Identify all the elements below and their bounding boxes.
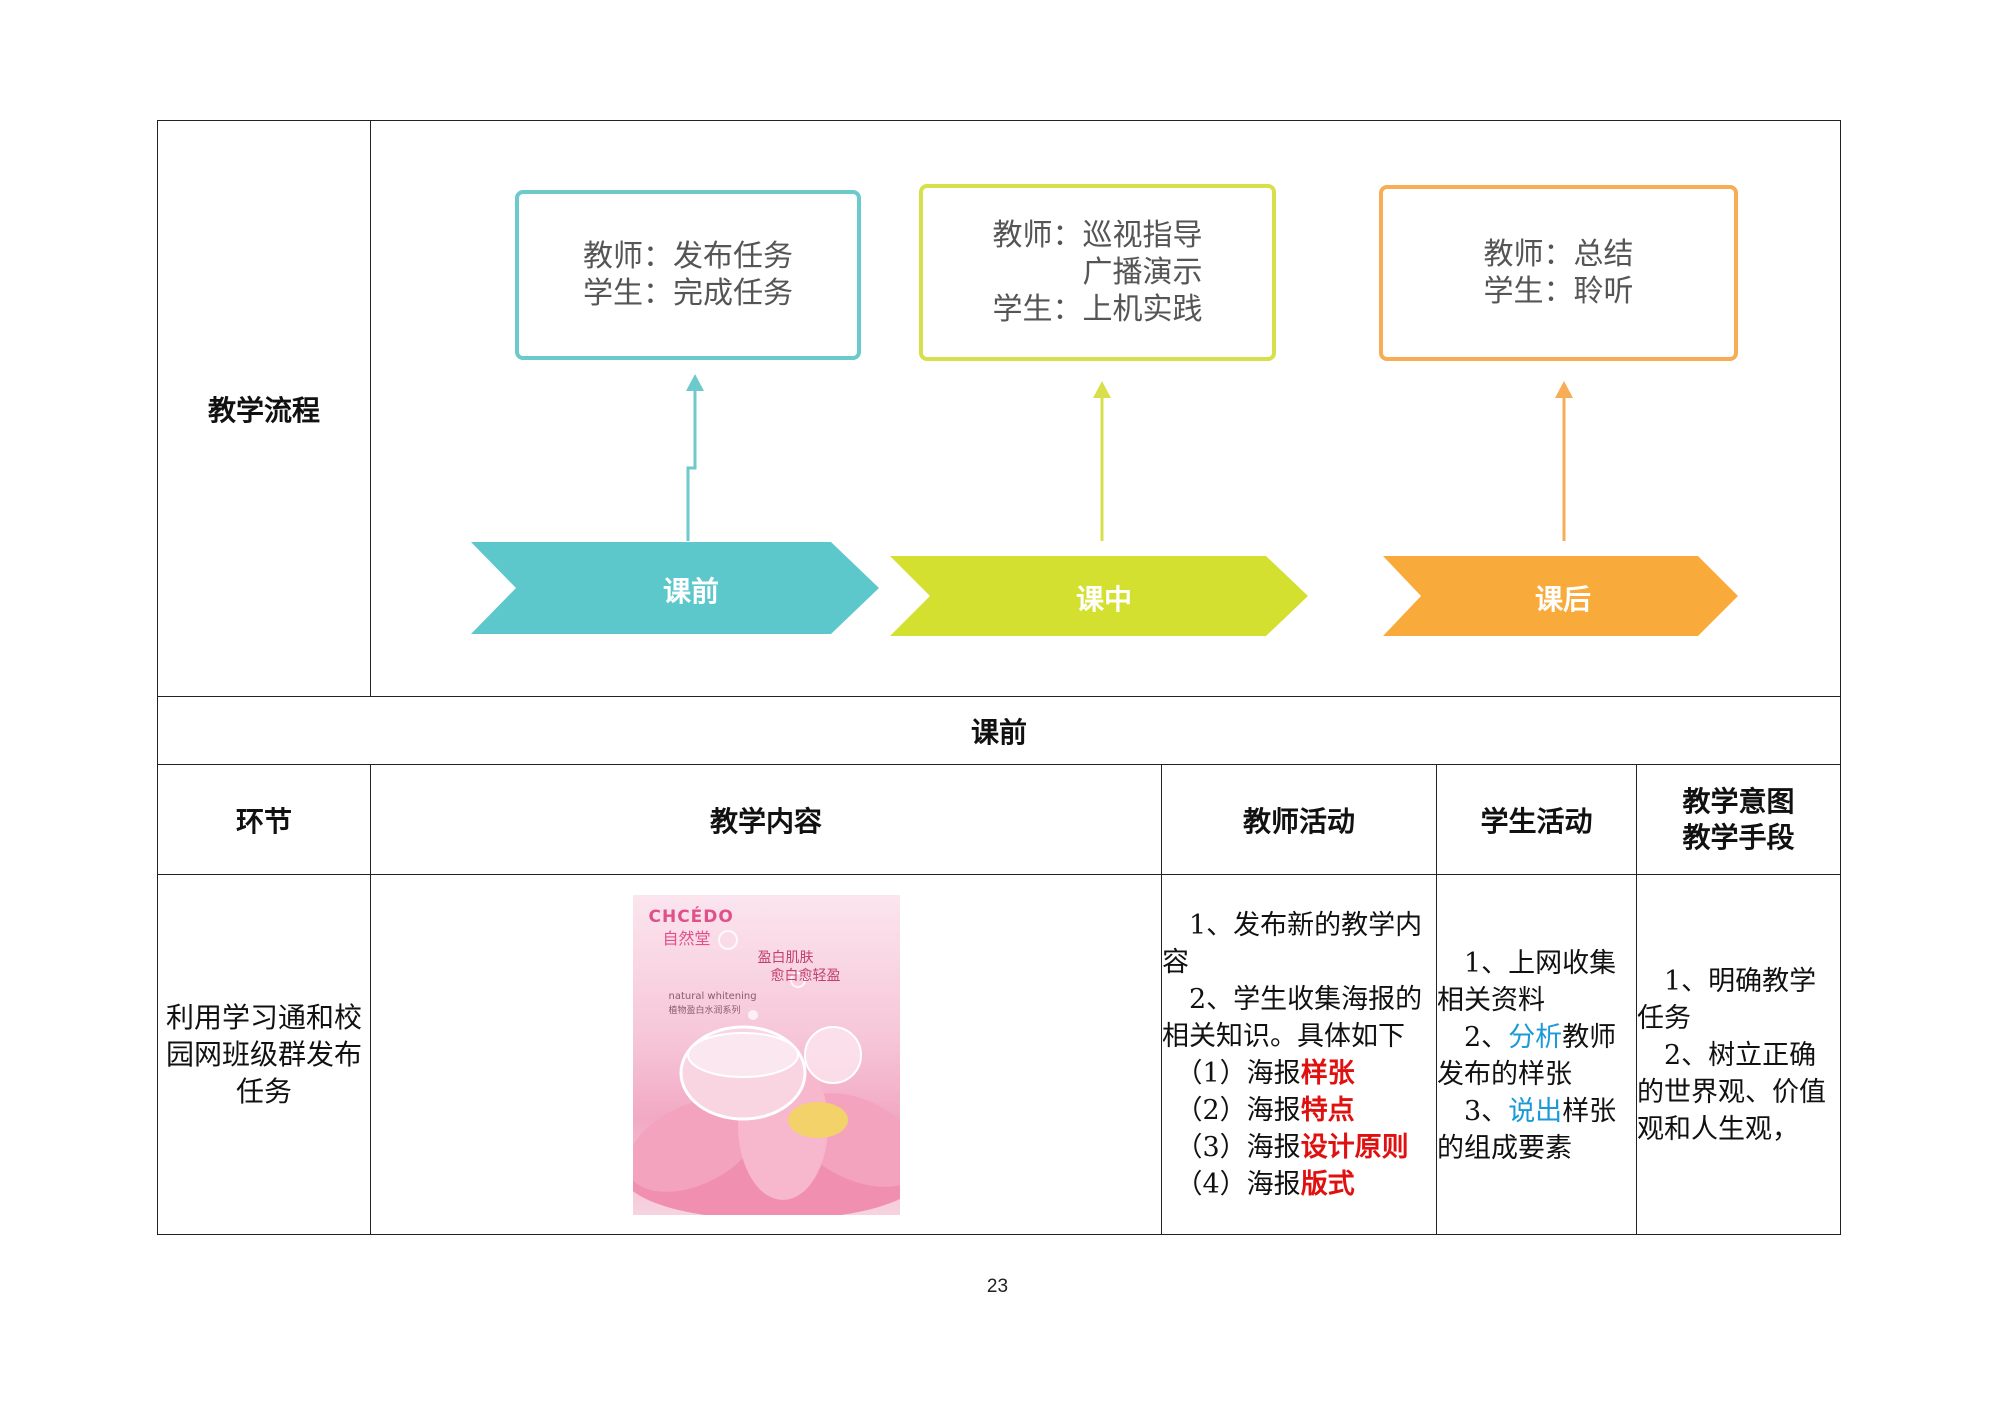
subitem-keyword: 样张 — [1300, 1058, 1355, 1089]
header-intent-line2: 教学手段 — [1682, 820, 1795, 854]
stage-label-during: 课中 — [1075, 582, 1132, 616]
flow-box-after: 教师：总结 学生：聆听 — [1379, 184, 1738, 361]
flow-diagram: 教师：发布任务 学生：完成任务 教师：巡视指导 广播演示 学生：上机实践 教师：… — [371, 123, 1839, 695]
student-line: 的组成要素 — [1437, 1133, 1572, 1164]
intent-line: 的世界观、价值 — [1637, 1077, 1826, 1108]
student-line: 1、上网收集 — [1437, 948, 1617, 979]
flow-box-during: 教师：巡视指导 广播演示 学生：上机实践 — [919, 183, 1276, 361]
poster-brand: CHCÉDO — [648, 906, 734, 927]
student-line: 相关资料 — [1437, 985, 1545, 1016]
teacher-item-2: 2、学生收集海报的 — [1162, 984, 1423, 1015]
flow-box-line: 教师：总结 — [1483, 236, 1634, 272]
subitem-prefix: （4）海报 — [1162, 1169, 1301, 1200]
connector-3 — [1555, 380, 1573, 541]
subitem-prefix: （2）海报 — [1162, 1095, 1301, 1126]
stage-label-before: 课前 — [662, 574, 719, 608]
flow-box-before: 教师：发布任务 学生：完成任务 — [515, 189, 861, 360]
stage-cell: 利用学习通和校 园网班级群发布 任务 — [157, 874, 371, 1235]
teacher-item-2-cont: 相关知识。具体如下 — [1162, 1021, 1405, 1052]
student-keyword: 分析 — [1508, 1022, 1563, 1053]
flow-box-line: 学生：聆听 — [1483, 273, 1634, 309]
stage-arrow-before — [471, 541, 879, 634]
subitem-prefix: （1）海报 — [1162, 1058, 1301, 1089]
header-stage: 环节 — [157, 764, 371, 875]
header-teacher: 教师活动 — [1161, 764, 1437, 875]
teacher-activity-cell: 1、发布新的教学内 容 2、学生收集海报的 相关知识。具体如下 （1）海报样张 … — [1161, 874, 1437, 1235]
poster-brand-cn: 自然堂 — [662, 928, 711, 948]
flow-row: 教学流程 — [157, 120, 1841, 697]
teacher-subitem: （3）海报设计原则 — [1162, 1129, 1436, 1166]
subitem-keyword: 特点 — [1300, 1095, 1355, 1126]
intent-list: 1、明确教学 任务 2、树立正确 的世界观、价值 观和人生观， — [1637, 963, 1840, 1148]
teacher-subitem: （4）海报版式 — [1162, 1166, 1436, 1203]
student-line-prefix: 3、 — [1437, 1096, 1509, 1127]
subitem-keyword: 设计原则 — [1300, 1132, 1409, 1163]
stage-arrow-during — [890, 555, 1308, 636]
stage-line: 利用学习通和校 — [165, 1001, 362, 1034]
section-row: 课前 — [157, 696, 1841, 765]
flow-box-line: 学生：完成任务 — [583, 275, 793, 311]
header-content: 教学内容 — [370, 764, 1162, 875]
flow-box-line: 教师：发布任务 — [583, 238, 793, 274]
stage-label-after: 课后 — [1534, 582, 1591, 616]
teacher-subitem: （2）海报特点 — [1162, 1092, 1436, 1129]
teacher-item-1-cont: 容 — [1162, 947, 1189, 978]
teacher-activity: 1、发布新的教学内 容 2、学生收集海报的 相关知识。具体如下 （1）海报样张 … — [1162, 907, 1436, 1203]
header-intent: 教学意图 教学手段 — [1636, 764, 1841, 875]
student-line-suffix: 教师 — [1562, 1022, 1617, 1053]
flow-diagram-svg — [471, 373, 1738, 636]
student-line-prefix: 2、 — [1437, 1022, 1509, 1053]
lesson-table: 教学流程 — [157, 120, 1841, 1235]
poster-slogan-1: 盈白肌肤 — [757, 949, 814, 966]
stage-arrow-after — [1383, 555, 1738, 636]
student-line: 2、分析教师 — [1437, 1019, 1636, 1056]
intent-cell: 1、明确教学 任务 2、树立正确 的世界观、价值 观和人生观， — [1636, 874, 1841, 1235]
subitem-prefix: （3）海报 — [1162, 1132, 1301, 1163]
intent-line: 观和人生观， — [1637, 1114, 1799, 1145]
student-line-suffix: 样张 — [1562, 1096, 1617, 1127]
header-intent-line1: 教学意图 — [1682, 784, 1795, 818]
poster-slogan-2: 愈白愈轻盈 — [770, 967, 841, 984]
subitem-keyword: 版式 — [1300, 1169, 1355, 1200]
student-activity-cell: 1、上网收集 相关资料 2、分析教师 发布的样张 3、说出样张 的组成要素 — [1436, 874, 1637, 1235]
intent-line: 任务 — [1637, 1003, 1691, 1034]
student-keyword: 说出 — [1508, 1096, 1563, 1127]
intent-line: 1、明确教学 — [1637, 966, 1817, 997]
intent-line: 2、树立正确 — [1637, 1040, 1817, 1071]
flow-box-line: 教师：巡视指导 — [992, 217, 1203, 253]
student-line: 3、说出样张 — [1437, 1093, 1636, 1130]
teacher-item-1: 1、发布新的教学内 — [1162, 910, 1423, 941]
header-row: 环节 教学内容 教师活动 学生活动 教学意图 教学手段 — [157, 764, 1841, 875]
page-number: 23 — [986, 1276, 1009, 1297]
content-row: 利用学习通和校 园网班级群发布 任务 — [157, 874, 1841, 1235]
flow-row-label: 教学流程 — [157, 120, 371, 697]
student-activity: 1、上网收集 相关资料 2、分析教师 发布的样张 3、说出样张 的组成要素 — [1437, 945, 1636, 1167]
stage-line: 园网班级群发布 — [165, 1038, 362, 1071]
connector-2 — [1093, 380, 1111, 541]
student-line: 发布的样张 — [1437, 1059, 1572, 1090]
section-title: 课前 — [157, 696, 1841, 765]
header-student: 学生活动 — [1436, 764, 1637, 875]
stage-line: 任务 — [235, 1075, 292, 1108]
poster-sub-en: natural whitening — [668, 990, 757, 1002]
connector-1 — [686, 373, 704, 541]
flow-box-line: 学生：上机实践 — [992, 291, 1203, 327]
flow-box-line: 广播演示 — [992, 254, 1203, 290]
poster-sub-cn: 植物盈白水润系列 — [668, 1005, 741, 1016]
teacher-subitem: （1）海报样张 — [1162, 1055, 1436, 1092]
poster-sample-image: CHCÉDO 自然堂 盈白肌肤 愈白愈轻盈 natural whitening … — [632, 894, 900, 1215]
flow-diagram-cell: 教师：发布任务 学生：完成任务 教师：巡视指导 广播演示 学生：上机实践 教师：… — [370, 120, 1841, 697]
poster-artwork — [632, 929, 900, 1215]
content-cell: CHCÉDO 自然堂 盈白肌肤 愈白愈轻盈 natural whitening … — [370, 874, 1162, 1235]
